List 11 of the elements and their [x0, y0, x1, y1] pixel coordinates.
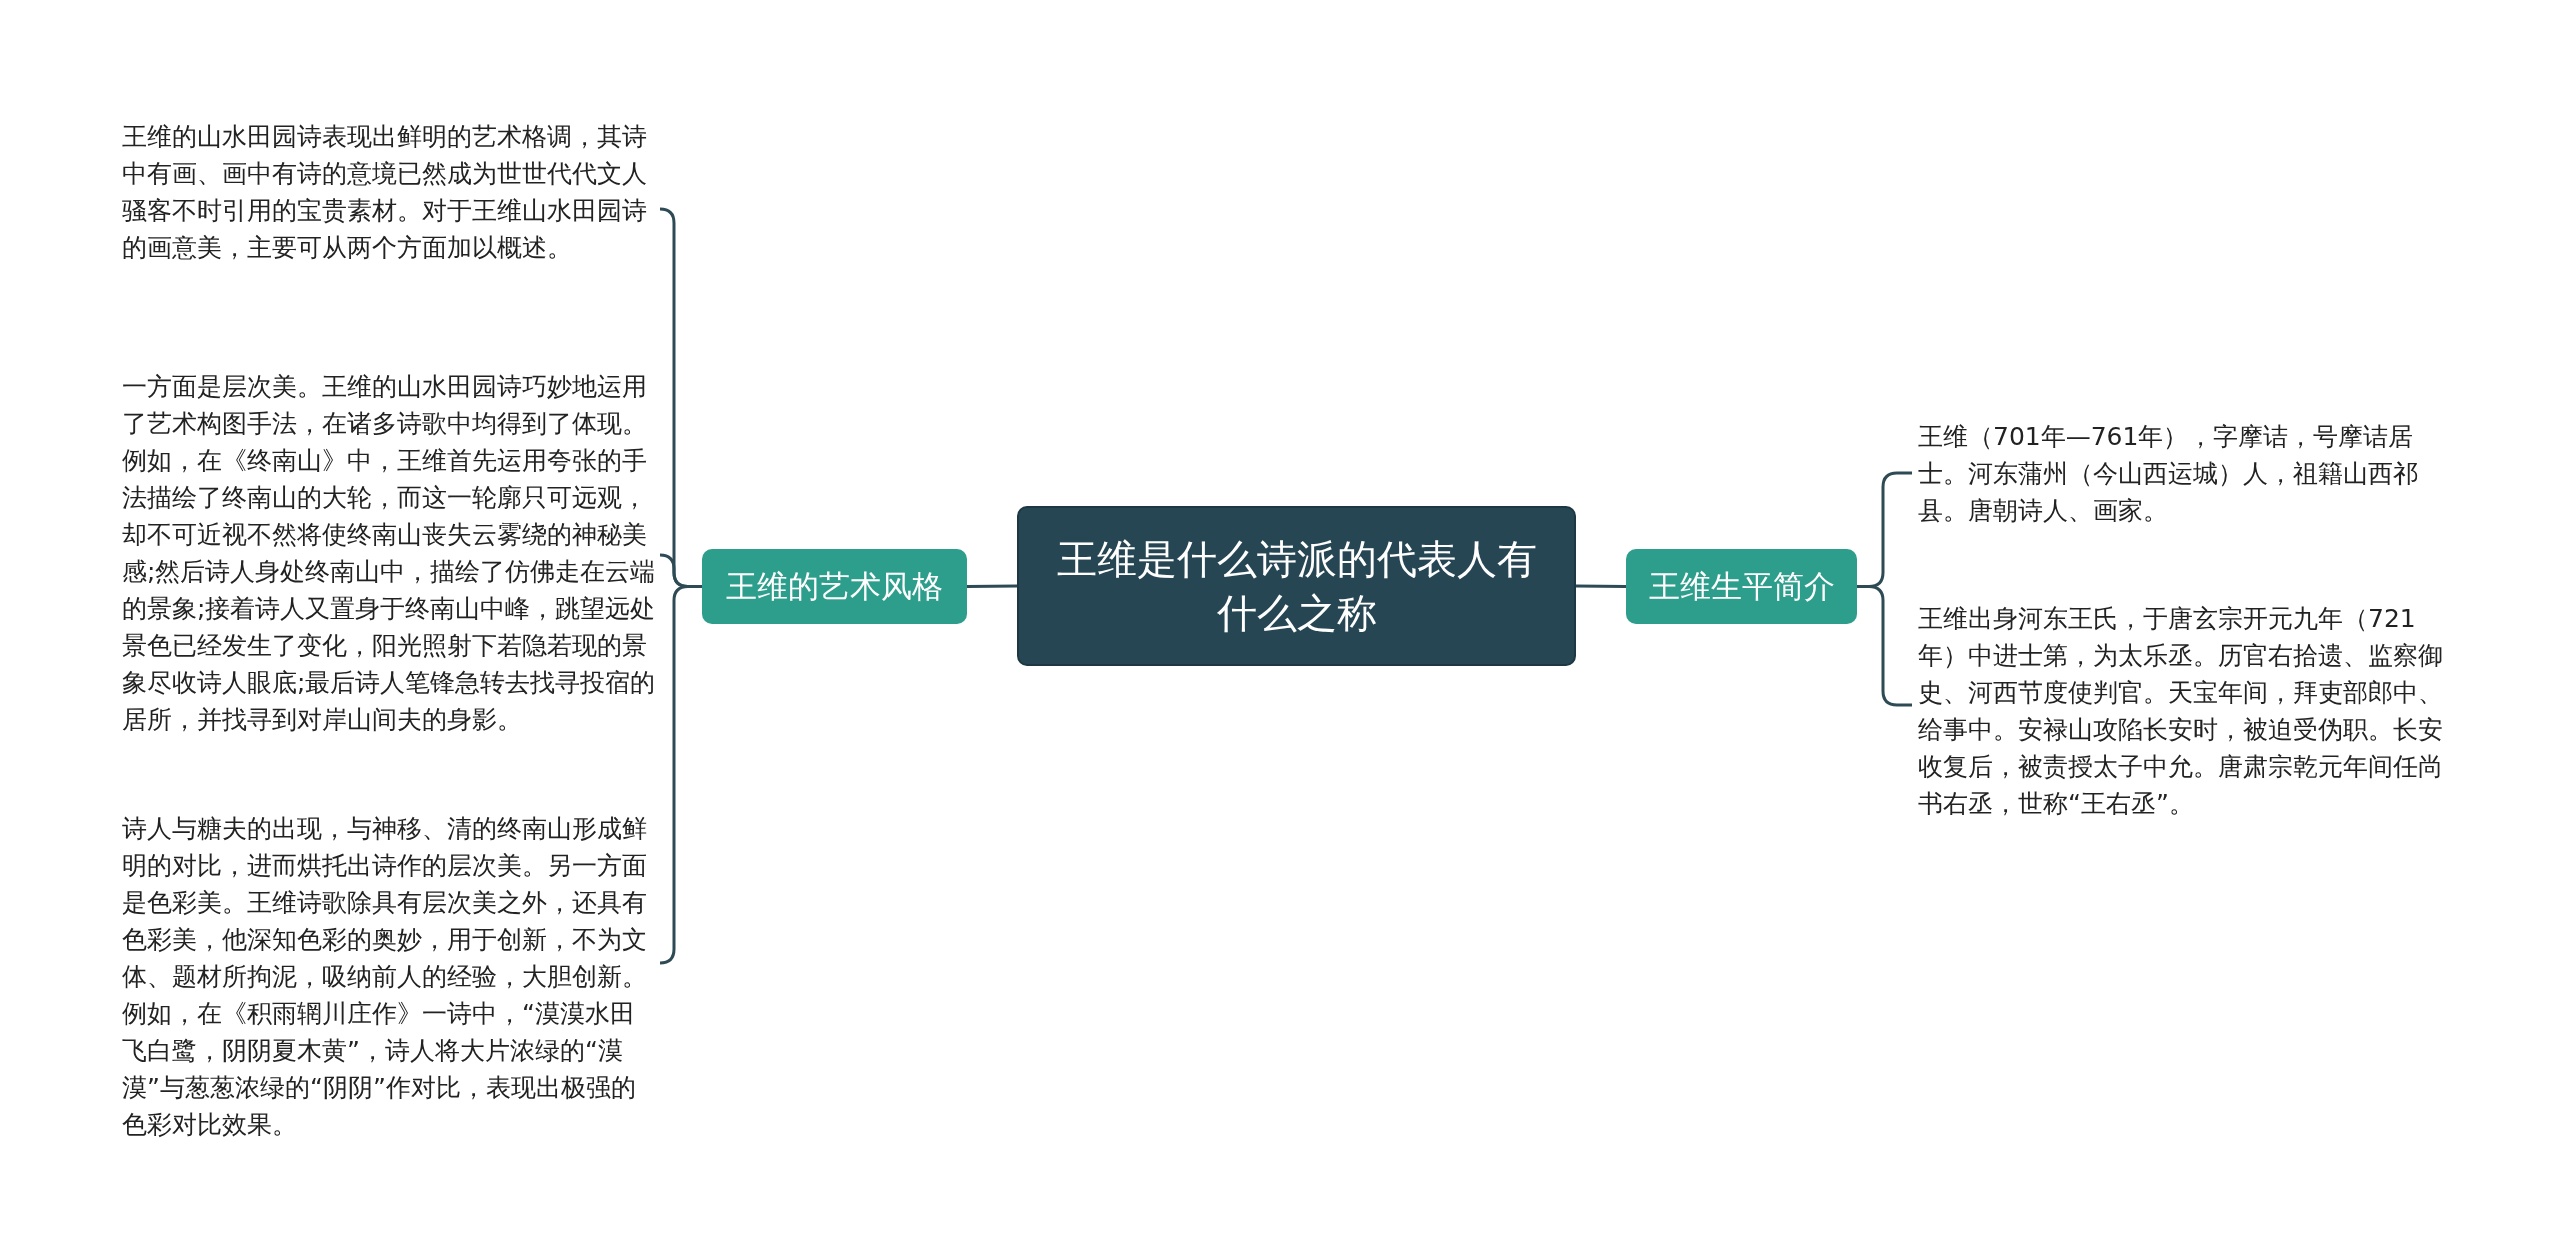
topic-box: 王维的艺术风格: [702, 549, 967, 624]
connector-line: [967, 584, 1017, 588]
topic-box: 王维生平简介: [1626, 549, 1857, 624]
paragraph: 王维出身河东王氏，于唐玄宗开元九年（721年）中进士第，为太乐丞。历官右拾遗、监察御史、河西节度使判官。天宝年间，拜吏部郎中、给事中。安禄山攻陷长安时，被迫受伪职。长安收复后，被责授太子中允。唐肃宗乾元年间任尚书右丞，世称“王右丞”。: [1918, 600, 2453, 822]
central-topic-box: 王维是什么诗派的代表人有什么之称: [1017, 506, 1576, 666]
paragraph: 王维的山水田园诗表现出鲜明的艺术格调，其诗中有画、画中有诗的意境已然成为世世代代文人骚客不时引用的宝贵素材。对于王维山水田园诗的画意美，主要可从两个方面加以概述。: [122, 118, 657, 266]
paragraph: 诗人与糖夫的出现，与神移、清的终南山形成鲜明的对比，进而烘托出诗作的层次美。另一方面是色彩美。王维诗歌除具有层次美之外，还具有色彩美，他深知色彩的奥妙，用于创新，不为文体、题材所拘泥，吸纳前人的经验，大胆创新。例如，在《积雨辋川庄作》一诗中，“漠漠水田飞白鹭，阴阴夏木黄”，诗人将大片浓绿的“漠漠”与葱葱浓绿的“阴阴”作对比，表现出极强的色彩对比效果。: [122, 810, 657, 1143]
connector-line: [1576, 584, 1626, 588]
paragraph: 一方面是层次美。王维的山水田园诗巧妙地运用了艺术构图手法，在诸多诗歌中均得到了体现。例如，在《终南山》中，王维首先运用夸张的手法描绘了终南山的大轮，而这一轮廓只可远观，却不可近视不然将使终南山丧失云雾绕的神秘美感;然后诗人身处终南山中，描绘了仿佛走在云端的景象;接着诗人又置身于终南山中峰，跳望远处景色已经发生了变化，阳光照射下若隐若现的景象尽收诗人眼底;最后诗人笔锋急转去找寻投宿的居所，并找寻到对岸山间夫的身影。: [122, 368, 657, 738]
connector-line: [658, 585, 702, 965]
paragraph: 王维（701年—761年），字摩诘，号摩诘居士。河东蒲州（今山西运城）人，祖籍山西祁县。唐朝诗人、画家。: [1918, 418, 2453, 529]
